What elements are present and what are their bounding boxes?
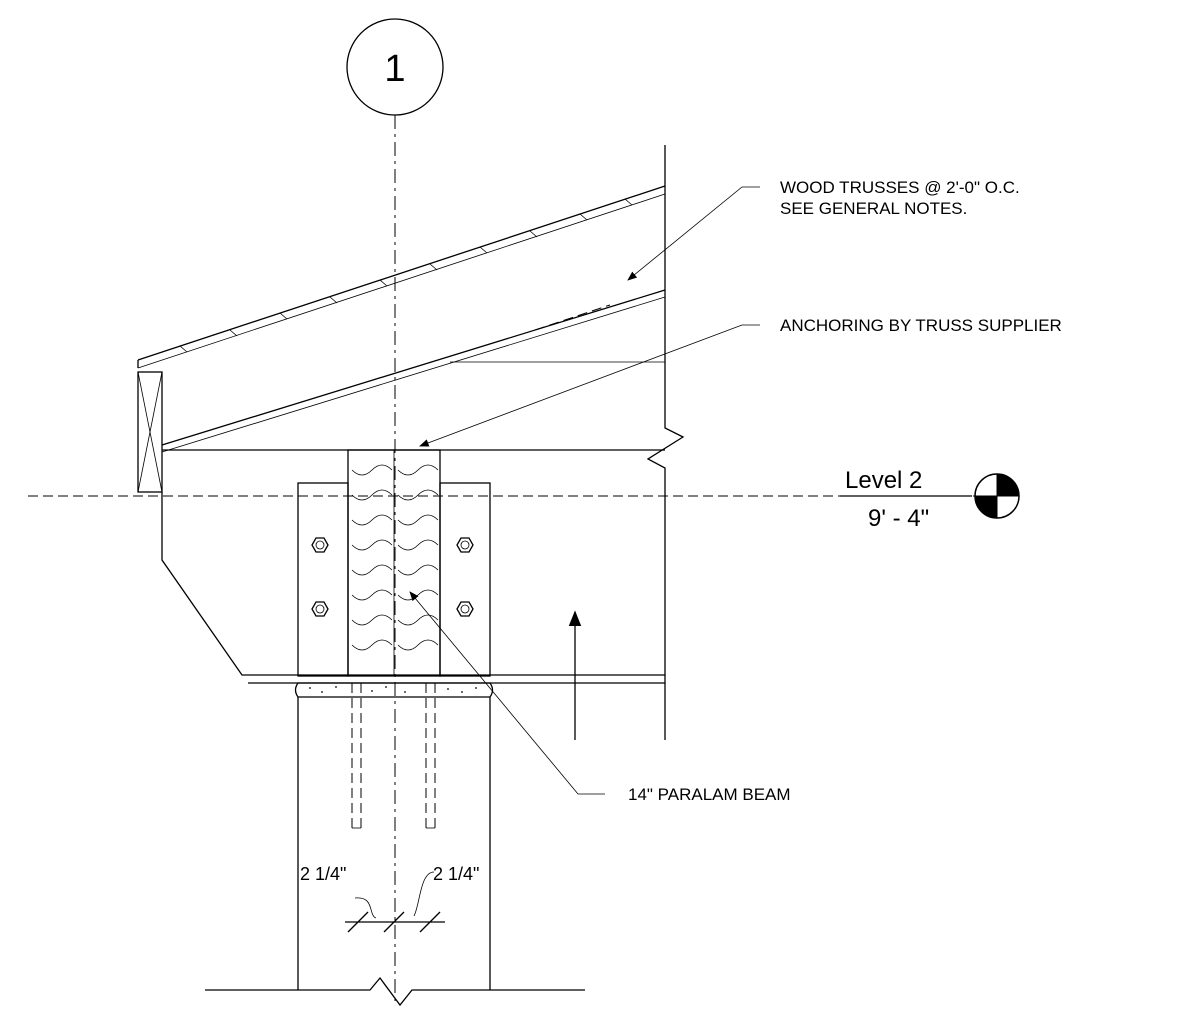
dimension-right: 2 1/4" bbox=[433, 864, 479, 884]
bolt-icon bbox=[311, 537, 474, 617]
grid-bubble: 1 bbox=[346, 18, 444, 116]
steel-plate-left bbox=[297, 482, 349, 677]
dimension-string bbox=[345, 871, 445, 933]
column bbox=[205, 697, 585, 1007]
leader-beam bbox=[409, 591, 605, 795]
grout-bed bbox=[294, 682, 494, 698]
dimension-left: 2 1/4" bbox=[300, 864, 346, 884]
wall-line bbox=[646, 145, 685, 740]
level-target-icon bbox=[974, 473, 1020, 519]
roof-truss bbox=[137, 185, 666, 493]
note-anchoring: ANCHORING BY TRUSS SUPPLIER bbox=[780, 316, 1062, 335]
leader-trusses bbox=[627, 186, 760, 281]
grid-number: 1 bbox=[384, 48, 405, 90]
note-beam: 14" PARALAM BEAM bbox=[628, 785, 791, 804]
note-trusses-line1: WOOD TRUSSES @ 2'-0" O.C. bbox=[780, 178, 1020, 197]
anchor-bolts bbox=[351, 683, 436, 829]
level-name: Level 2 bbox=[845, 467, 922, 494]
leader-anchoring bbox=[419, 324, 760, 447]
paralam-beam bbox=[347, 449, 441, 677]
note-trusses-line2: SEE GENERAL NOTES. bbox=[780, 199, 967, 218]
wall-outline bbox=[161, 492, 665, 684]
level-elevation: 9' - 4" bbox=[868, 505, 929, 532]
steel-plate-right bbox=[439, 482, 491, 677]
